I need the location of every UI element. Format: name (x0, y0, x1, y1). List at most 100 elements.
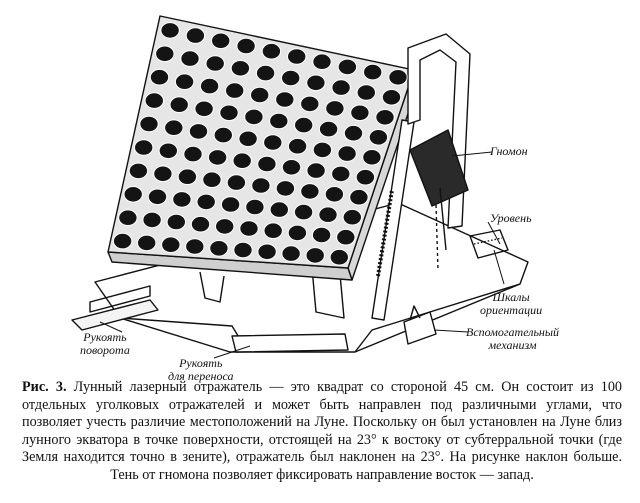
corner-cube-reflector (342, 208, 362, 226)
corner-cube-reflector (305, 247, 325, 264)
carry-handle-shape (231, 333, 349, 353)
corner-cube-reflector (239, 220, 259, 237)
corner-cube-reflector (275, 180, 296, 197)
corner-cube-reflector (174, 73, 195, 90)
corner-cube-reflector (207, 149, 228, 166)
corner-cube-reflector (281, 69, 301, 87)
corner-cube-reflector (281, 159, 302, 176)
corner-cube-reflector (312, 53, 332, 71)
corner-cube-reflector (311, 226, 332, 244)
corner-cube-reflector (263, 134, 283, 151)
corner-cube-reflector (232, 152, 252, 169)
corner-cube-reflector (202, 171, 222, 188)
corner-cube-reflector (318, 206, 338, 223)
corner-cube-reflector (325, 100, 345, 117)
corner-cube-reflector (356, 84, 376, 101)
label-carry-handle: Рукоять для переноса (168, 356, 234, 383)
corner-cube-reflector (142, 211, 162, 229)
corner-cube-reflector (300, 95, 320, 113)
corner-cube-reflector (250, 86, 270, 104)
corner-cube-reflector (312, 141, 333, 159)
corner-cube-reflector (331, 165, 351, 183)
corner-cube-reflector (349, 188, 369, 206)
figure-number: Рис. 3. (22, 379, 67, 395)
corner-cube-reflector (236, 37, 256, 55)
corner-cube-reflector (306, 162, 326, 179)
corner-cube-reflector (244, 108, 264, 126)
corner-cube-reflector (137, 234, 157, 252)
rotation-handle-shape (71, 299, 159, 331)
corner-cube-reflector (245, 198, 265, 216)
corner-cube-reflector (196, 193, 216, 211)
corner-cube-reflector (139, 115, 159, 133)
corner-cube-reflector (205, 55, 225, 72)
corner-cube-reflector (362, 149, 382, 166)
corner-cube-reflector (194, 100, 214, 118)
corner-cube-reflector (269, 112, 289, 130)
corner-cube-reflector (318, 120, 339, 138)
corner-cube-reflector (255, 64, 276, 82)
corner-cube-reflector (153, 165, 173, 183)
corner-cube-reflector (134, 139, 154, 156)
corner-cube-reflector (251, 177, 271, 194)
corner-cube-reflector (209, 240, 229, 257)
corner-cube-reflector (275, 91, 295, 108)
corner-cube-reflector (337, 58, 358, 76)
corner-cube-reflector (213, 126, 234, 144)
corner-cube-reflector (183, 145, 203, 163)
corner-cube-reflector (261, 42, 282, 60)
corner-cube-reflector (287, 224, 308, 242)
corner-cube-reflector (215, 218, 235, 235)
corner-cube-reflector (149, 68, 170, 86)
corner-cube-reflector (112, 232, 133, 250)
label-gnomon: Гномон (490, 144, 528, 158)
corner-cube-reflector (155, 45, 175, 63)
figure-caption: Рис. 3. Лунный лазерный отражатель — это… (22, 379, 622, 485)
corner-cube-reflector (225, 82, 245, 99)
label-level: Уровень (490, 211, 532, 225)
corner-cube-reflector (337, 145, 357, 162)
corner-cube-reflector (329, 248, 349, 266)
label-aux-mechanism: Вспомогательный механизм (466, 325, 560, 352)
corner-cube-reflector (355, 168, 376, 186)
corner-cube-reflector (123, 186, 143, 203)
corner-cube-reflector (287, 48, 307, 65)
corner-cube-reflector (160, 22, 180, 39)
corner-cube-reflector (294, 116, 314, 134)
corner-cube-reflector (293, 203, 314, 221)
corner-cube-reflector (368, 129, 389, 146)
corner-cube-reflector (180, 50, 200, 67)
corner-cube-reflector (230, 60, 251, 77)
corner-cube-reflector (185, 238, 205, 255)
corner-cube-reflector (331, 79, 351, 96)
corner-cube-reflector (263, 222, 283, 239)
corner-cube-reflector (226, 174, 247, 191)
corner-cube-reflector (161, 236, 181, 253)
corner-cube-reflector (144, 92, 165, 109)
corner-cube-reflector (300, 183, 320, 200)
corner-cube-reflector (257, 243, 277, 261)
label-orientation-scales: Шкалы ориентации (480, 290, 543, 317)
corner-cube-reflector (233, 241, 253, 259)
corner-cube-reflector (164, 119, 184, 136)
corner-cube-reflector (172, 191, 192, 208)
label-rotation-handle: Рукоять поворота (80, 330, 130, 357)
corner-cube-reflector (147, 188, 168, 206)
corner-cube-reflector (287, 137, 308, 155)
corner-cube-grid (112, 22, 408, 266)
corner-cube-reflector (211, 32, 231, 50)
corner-cube-reflector (381, 89, 402, 106)
corner-cube-reflector (336, 228, 356, 246)
corner-cube-reflector (158, 142, 179, 160)
corner-cube-reflector (118, 209, 138, 226)
corner-cube-reflector (350, 104, 370, 122)
corner-cube-reflector (257, 155, 277, 173)
corner-cube-reflector (388, 69, 408, 86)
corner-cube-reflector (188, 123, 209, 140)
corner-cube-reflector (169, 96, 189, 113)
caption-text: Лунный лазерный отражатель — это квадрат… (22, 379, 623, 483)
corner-cube-reflector (269, 201, 289, 218)
corner-cube-reflector (190, 215, 211, 233)
corner-cube-reflector (324, 186, 345, 203)
corner-cube-reflector (238, 130, 258, 148)
